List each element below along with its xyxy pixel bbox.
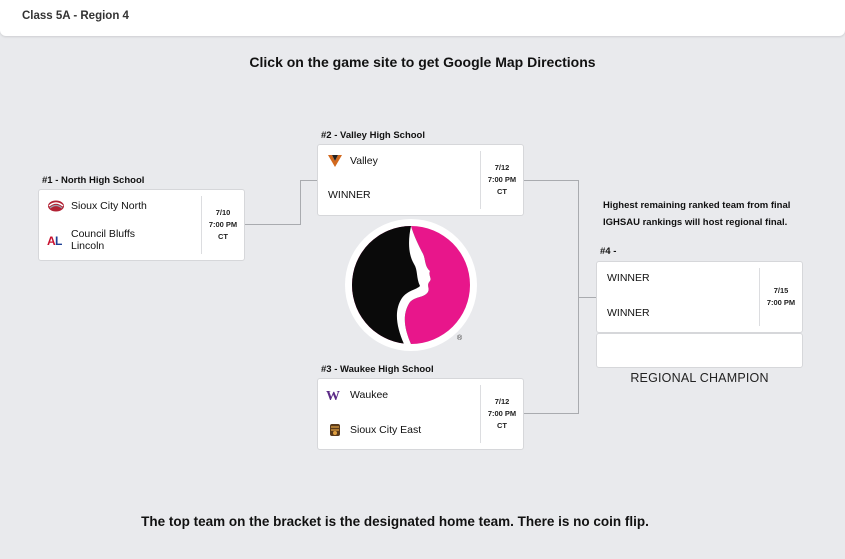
game-info: 7/12 7:00 PM CT [481,145,523,215]
game-site-link-3[interactable]: #3 - Waukee High School [321,364,434,375]
game-info: 7/12 7:00 PM CT [481,379,523,449]
header-bar: Class 5A - Region 4 [0,0,845,36]
game-date: 7/12 [494,163,510,172]
winner-placeholder-top: WINNER [607,272,650,284]
svg-text:L: L [55,234,62,247]
game-date: 7/12 [494,397,510,406]
card-divider [759,268,760,326]
ighsau-silhouette-logo-icon [344,218,478,352]
connector-g1-to-g2 [300,180,317,181]
winner-placeholder-bottom: WINNER [607,307,650,319]
host-note: Highest remaining ranked team from final… [603,200,791,228]
game-date: 7/15 [773,286,789,295]
game-card-4[interactable]: WINNER WINNER 7/15 7:00 PM [596,261,803,333]
team-name: Council Bluffs Lincoln [71,228,136,252]
game-timezone: CT [218,232,228,241]
connector-g1-v [300,180,301,225]
connector-to-final [578,297,596,298]
game-date: 7/10 [215,208,231,217]
page-title: Class 5A - Region 4 [22,10,129,22]
game-time: 7:00 PM [766,298,796,307]
winner-placeholder: WINNER [328,189,371,201]
connector-g2-h [524,180,579,181]
registered-mark: ® [457,335,463,342]
game-card-2[interactable]: Valley WINNER 7/12 7:00 PM CT [317,144,524,216]
card-divider [480,385,481,443]
svg-text:W: W [326,389,340,402]
council-bluffs-lincoln-logo-icon: A L [47,233,65,247]
card-divider [480,151,481,209]
directions-instructions: Click on the game site to get Google Map… [249,54,596,70]
connector-g3-h [524,413,579,414]
team-name: Sioux City East [350,424,422,436]
connector-g1-h [245,224,301,225]
game-timezone: CT [497,187,507,196]
game-site-link-4[interactable]: #4 - [600,246,617,257]
sioux-city-east-logo-icon [326,423,344,437]
team-name: Waukee [350,389,389,401]
team-sioux-city-east[interactable]: Sioux City East [326,423,421,437]
regional-champion-slot [596,333,803,368]
game-site-link-1[interactable]: #1 - North High School [42,175,145,186]
card-divider [201,196,202,254]
team-name: Sioux City North [71,200,147,212]
sioux-city-north-logo-icon [47,199,65,213]
waukee-logo-icon: W [326,388,344,402]
team-waukee[interactable]: W Waukee [326,388,388,402]
regional-champion-label: REGIONAL CHAMPION [630,371,769,385]
game-info: 7/10 7:00 PM CT [202,190,244,260]
game-time: 7:00 PM [208,220,238,229]
game-info: 7/15 7:00 PM [760,262,802,332]
home-team-note: The top team on the bracket is the desig… [141,514,649,529]
team-council-bluffs-lincoln[interactable]: A L Council Bluffs Lincoln [47,228,135,252]
game-card-3[interactable]: W Waukee Sioux City East 7/12 7:00 PM CT [317,378,524,450]
game-timezone: CT [497,421,507,430]
game-time: 7:00 PM [487,175,517,184]
team-name: Valley [350,155,378,167]
team-valley[interactable]: Valley [326,154,378,168]
valley-logo-icon [326,154,344,168]
game-site-link-2[interactable]: #2 - Valley High School [321,130,426,141]
game-card-1[interactable]: Sioux City North A L Council Bluffs Linc… [38,189,245,261]
game-time: 7:00 PM [487,409,517,418]
team-sioux-city-north[interactable]: Sioux City North [47,199,147,213]
svg-text:A: A [47,234,56,247]
